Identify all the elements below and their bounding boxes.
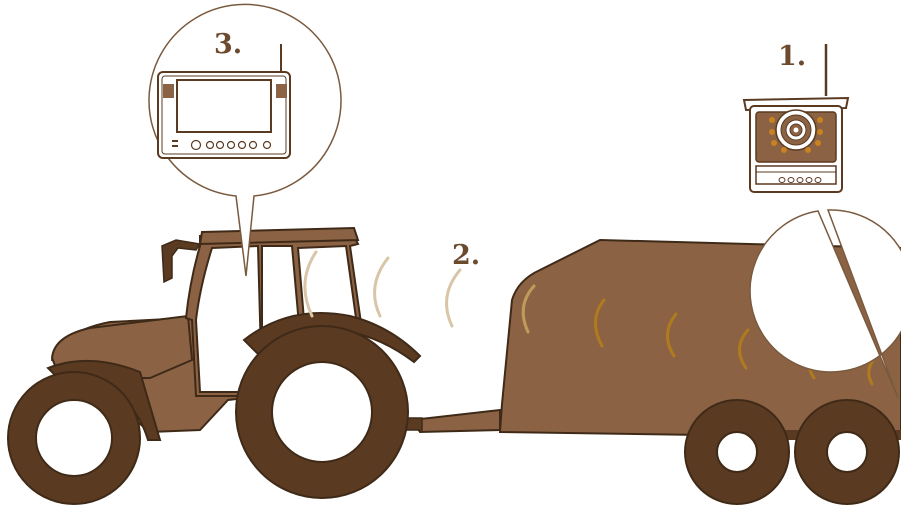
- baler-wheel-rear: [795, 400, 899, 504]
- tractor-roof: [200, 228, 358, 244]
- baler-drawbar: [412, 410, 500, 432]
- signal-label: 2.: [452, 240, 480, 271]
- tractor: [8, 228, 422, 504]
- signal-arc: [447, 270, 460, 326]
- monitor-label: 3.: [214, 29, 242, 60]
- camera-label: 1.: [778, 41, 806, 72]
- baler-wheel-front: [685, 400, 789, 504]
- tractor-cab-window-rear: [298, 246, 356, 320]
- signal-arc: [375, 258, 388, 316]
- tractor-front-wheel: [8, 372, 140, 504]
- tractor-rear-wheel: [236, 326, 408, 498]
